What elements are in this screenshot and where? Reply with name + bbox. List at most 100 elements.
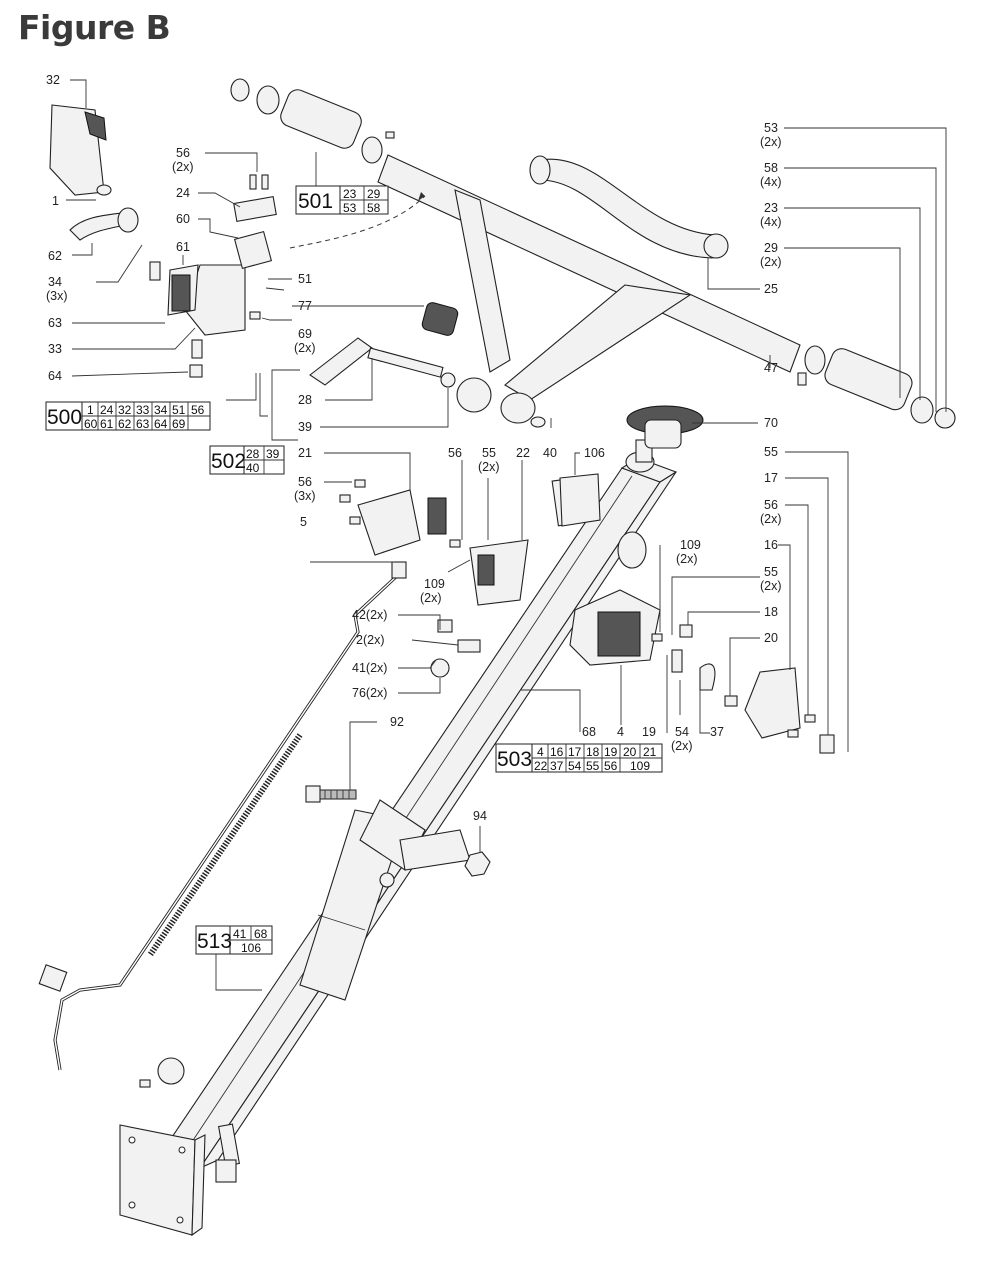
assembly-501-number: 501 [298,190,333,213]
assembly-500-number: 500 [47,406,82,429]
callout-61: 61 [176,240,190,254]
left-control-housing-part [49,104,277,378]
callout-55-right: 55 [764,445,778,459]
assembly-500-cell: 24 [100,403,114,417]
callout-58: 58 [764,161,778,175]
callout-2: 2(2x) [356,633,384,647]
callout-92: 92 [390,715,404,729]
assembly-503-number: 503 [497,748,532,771]
assembly-503-cell: 56 [604,759,618,773]
callout-56-center: 56 [448,446,462,460]
assembly-502-cell: 39 [266,447,280,461]
assembly-503-cell: 17 [568,745,582,759]
callout-1: 1 [52,194,59,208]
callout-17: 17 [764,471,778,485]
right-grip-part [804,345,956,429]
assembly-box-501: 501 23 29 53 58 [295,185,389,215]
assembly-box-503: 503 4 16 17 18 19 20 21 22 37 54 55 56 1… [495,743,663,773]
callout-56-top-qty: (2x) [172,160,194,174]
callout-16: 16 [764,538,778,552]
callout-33: 33 [48,342,62,356]
callout-37: 37 [710,725,724,739]
assembly-box-500: 500 1 24 32 33 34 51 56 60 61 62 63 64 6… [45,401,211,431]
assembly-500-cell: 51 [172,403,186,417]
callout-34-qty: (3x) [46,289,68,303]
assembly-503-cell: 20 [623,745,637,759]
callout-29: 29 [764,241,778,255]
assembly-503-cell: 55 [586,759,600,773]
assembly-box-513: 513 41 68 106 [195,925,273,955]
assembly-502-number: 502 [211,450,246,473]
callout-29-qty: (2x) [760,255,782,269]
callout-109-right-qty: (2x) [676,552,698,566]
fasteners [139,174,816,1088]
callout-51: 51 [298,272,312,286]
assembly-500-cell: 63 [136,417,150,431]
assembly-500-cell: 62 [118,417,132,431]
cable-part [38,561,407,1071]
callout-55-module: 55 [764,565,778,579]
dashed-assembly-arc [289,195,426,249]
callout-54: 54 [675,725,689,739]
callout-42: 42(2x) [352,608,387,622]
callout-53-qty: (2x) [760,135,782,149]
callout-25: 25 [764,282,778,296]
label-plate-part [559,473,601,527]
assembly-513-cell: 41 [233,927,247,941]
assembly-502-cell: 28 [246,447,260,461]
assembly-501-cell: 58 [367,201,381,215]
callout-94: 94 [473,809,487,823]
assembly-502-cell: 40 [246,461,260,475]
callout-19: 19 [642,725,656,739]
callout-56-right-qty: (2x) [760,512,782,526]
callout-39: 39 [298,420,312,434]
callout-69-qty: (2x) [294,341,316,355]
assembly-503-cell: 16 [550,745,564,759]
callout-68: 68 [582,725,596,739]
assembly-500-cell: 1 [87,403,94,417]
callout-56-right: 56 [764,498,778,512]
callout-23-qty: (4x) [760,215,782,229]
callout-54-qty: (2x) [671,739,693,753]
bolt-part [305,785,357,803]
assembly-500-cell: 32 [118,403,132,417]
assembly-500-cell: 34 [154,403,168,417]
callout-70: 70 [764,416,778,430]
assembly-501-cell: 23 [343,187,357,201]
assembly-513-cell: 68 [254,927,268,941]
figure-title: Figure B [18,8,171,47]
assembly-501-cell: 53 [343,201,357,215]
assembly-box-502: 502 28 39 40 [209,445,285,475]
callout-56-mid: 56 [298,475,312,489]
callout-47: 47 [764,361,778,375]
assembly-500-cell: 69 [172,417,186,431]
display-module-part [157,489,529,1085]
callout-18: 18 [764,605,778,619]
knob-part [421,302,459,336]
handlebar-frame-part [377,154,801,424]
callout-106: 106 [584,446,605,460]
assembly-500-cell: 33 [136,403,150,417]
callout-60: 60 [176,212,190,226]
callout-28: 28 [298,393,312,407]
callout-58-qty: (4x) [760,175,782,189]
callout-63: 63 [48,316,62,330]
callout-55-center-qty: (2x) [478,460,500,474]
assembly-503-cell: 37 [550,759,564,773]
callout-40: 40 [543,446,557,460]
parts-drawing [38,78,956,1237]
callout-109-left: 109 [424,577,445,591]
callout-4: 4 [617,725,624,739]
leader-lines [66,79,947,991]
callout-21: 21 [298,446,312,460]
callout-76: 76(2x) [352,686,387,700]
callout-109-left-qty: (2x) [420,591,442,605]
callout-56-mid-qty: (3x) [294,489,316,503]
callout-77: 77 [298,299,312,313]
base-plate-part [119,1123,241,1237]
assembly-500-cell: 64 [154,417,168,431]
callout-24: 24 [176,186,190,200]
callout-55-center: 55 [482,446,496,460]
callout-34: 34 [48,275,62,289]
